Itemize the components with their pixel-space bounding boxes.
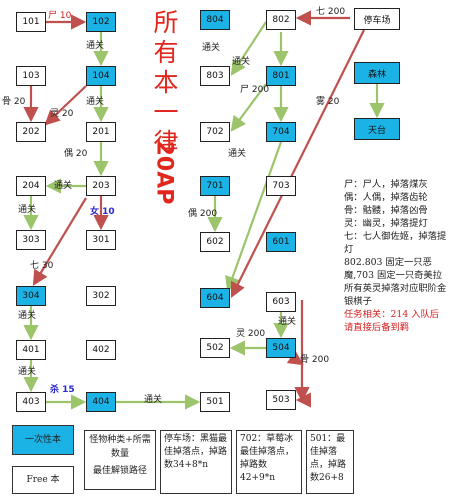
room-204: 204 — [16, 176, 46, 196]
arrow-16 — [230, 21, 267, 76]
room-parking: 停车场 — [354, 8, 400, 30]
edge-label-l7: 通关 — [54, 181, 73, 191]
room-703: 703 — [266, 176, 296, 196]
legend-parking: 停车场：黑猫最佳掉落点，掉路数34+8*n — [160, 430, 232, 494]
edge-label-l13: 杀 15 — [50, 385, 75, 395]
title-text: 所有本一律 — [153, 8, 179, 157]
room-802: 802 — [266, 10, 296, 30]
legend-unlock-path: 最佳解锁路径 — [92, 466, 147, 476]
room-104: 104 — [86, 66, 116, 86]
room-303: 303 — [16, 230, 46, 250]
room-503: 503 — [266, 390, 296, 410]
room-401: 401 — [16, 340, 46, 360]
room-803: 803 — [200, 66, 230, 86]
edge-label-l3: 通关 — [86, 97, 105, 107]
legend-once-text: 一次性本 — [24, 434, 61, 445]
room-403: 403 — [16, 392, 46, 412]
edge-label-l10: 七 30 — [30, 261, 54, 271]
edge-label-l6: 偶 20 — [64, 149, 88, 159]
legend-free: Free 本 — [12, 466, 74, 494]
legend-501-text: 501：最佳掉落点，掉路数26+8 — [310, 434, 347, 483]
room-704: 704 — [266, 122, 296, 142]
arrow-21 — [230, 29, 365, 298]
edge-label-l17: 通关 — [232, 57, 251, 67]
legend-monster-path: 怪物种类+所需数量 最佳解锁路径 — [84, 430, 156, 490]
room-304: 304 — [16, 286, 46, 306]
note-line-7: 任务相关：214 入队后请直接后备到羁 — [344, 309, 440, 333]
legend-parking-text: 停车场：黑猫最佳掉落点，掉路数34+8*n — [164, 434, 228, 470]
edge-label-l22: 通关 — [278, 317, 297, 327]
arrow-18 — [230, 83, 267, 132]
room-504: 504 — [266, 338, 296, 358]
note-line-2: 骨：骷髅，掉落凶骨 — [344, 205, 428, 216]
title-vertical: 所有本一律 — [148, 8, 184, 158]
title-ap: 20AP — [151, 140, 177, 205]
edge-label-l15: 七 200 — [316, 7, 346, 17]
edge-label-l2: 通关 — [86, 41, 105, 51]
edge-label-l24: 骨 200 — [300, 355, 330, 365]
edge-label-l23: 灵 200 — [236, 329, 266, 339]
room-801: 801 — [266, 66, 296, 86]
edge-label-l18: 尸 200 — [240, 85, 270, 95]
room-501: 501 — [200, 392, 230, 412]
legend-free-text: Free 本 — [26, 474, 60, 485]
legend-once: 一次性本 — [12, 425, 74, 455]
room-702: 702 — [200, 122, 230, 142]
edge-label-l19: 雾 20 — [316, 97, 340, 107]
legend-monster-type: 怪物种类+所需数量 — [89, 435, 151, 459]
room-601: 601 — [266, 232, 296, 252]
note-line-1: 偶：人偶，掉落齿轮 — [344, 192, 428, 203]
room-602: 602 — [200, 232, 230, 252]
room-101: 101 — [16, 12, 46, 32]
note-line-4: 七：七人御佐姬，掉落提灯 — [344, 231, 447, 255]
room-402: 402 — [86, 340, 116, 360]
edge-label-l8: 通关 — [18, 205, 37, 215]
note-line-3: 灵：幽灵，掉落提灯 — [344, 218, 428, 229]
legend-702: 702：草莓冰最佳掉落点，掉路数42+9*n — [236, 430, 302, 494]
arrow-20 — [225, 141, 283, 293]
edge-label-l4: 骨 20 — [2, 97, 26, 107]
room-604: 604 — [200, 288, 230, 308]
room-603: 603 — [266, 292, 296, 312]
room-202: 202 — [16, 122, 46, 142]
edge-label-l1: 尸 10 — [48, 11, 72, 21]
room-203: 203 — [86, 176, 116, 196]
edge-label-l20: 通关 — [228, 149, 247, 159]
edge-label-l12: 通关 — [18, 367, 37, 377]
legend-702-text: 702：草莓冰最佳掉落点，掉路数42+9*n — [240, 434, 295, 483]
note-line-6: 所有英灵掉落对应职阶金银棋子 — [344, 283, 447, 307]
room-804: 804 — [200, 10, 230, 30]
edge-label-l16: 通关 — [202, 43, 221, 53]
room-201: 201 — [86, 122, 116, 142]
edge-label-l9: 女 10 — [90, 207, 115, 217]
edge-label-l21: 偶 200 — [188, 209, 218, 219]
room-404: 404 — [86, 392, 116, 412]
room-502: 502 — [200, 338, 230, 358]
arrow-9 — [32, 197, 87, 286]
legend-501: 501：最佳掉落点，掉路数26+8 — [306, 430, 354, 494]
edge-label-l11: 通关 — [18, 311, 37, 321]
room-302: 302 — [86, 286, 116, 306]
note-line-5: 802.803 固定一只恶魔,703 固定一只奇美拉 — [344, 257, 443, 281]
note-line-0: 尸：尸人，掉落煤灰 — [344, 179, 428, 190]
arrow-4 — [44, 85, 87, 126]
room-103: 103 — [16, 66, 46, 86]
legend-notes: 尸：尸人，掉落煤灰偶：人偶，掉落齿轮骨：骷髅，掉落凶骨灵：幽灵，掉落提灯七：七人… — [344, 178, 448, 334]
room-102: 102 — [86, 12, 116, 32]
edge-label-l5: 灵 20 — [50, 109, 74, 119]
edge-label-l14: 通关 — [144, 395, 163, 405]
room-701: 701 — [200, 176, 230, 196]
room-forest: 森林 — [354, 62, 400, 84]
room-balcony: 天台 — [354, 118, 400, 140]
room-301: 301 — [86, 230, 116, 250]
